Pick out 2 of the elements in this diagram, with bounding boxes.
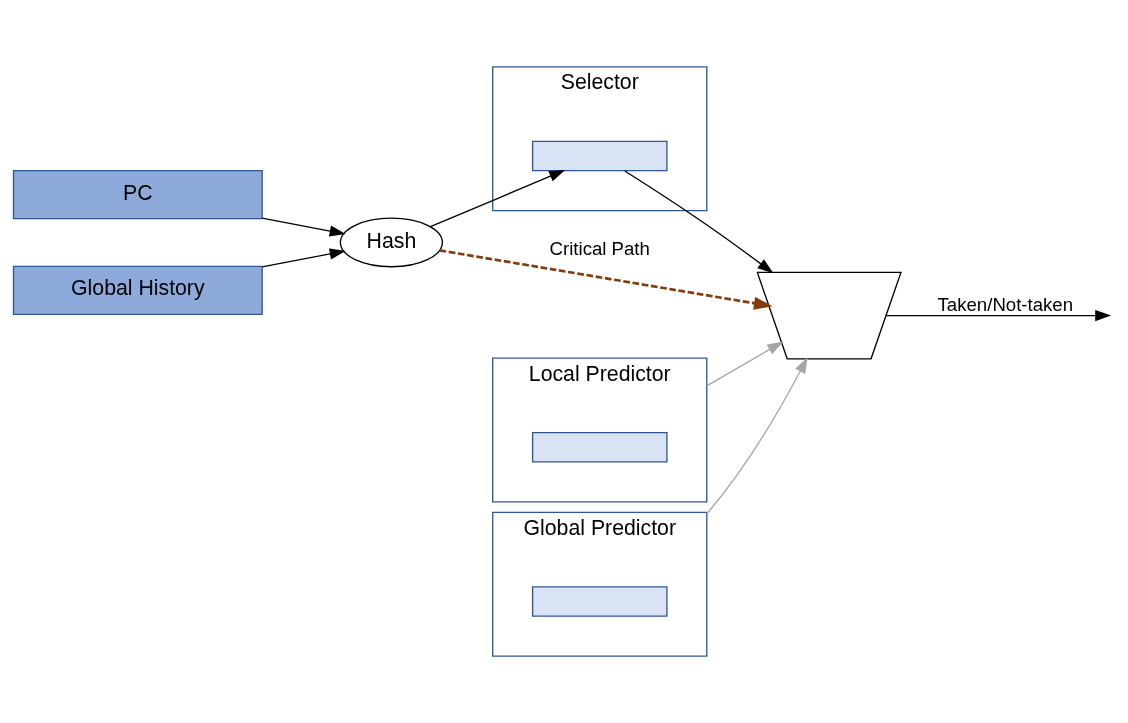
- edge-label: Taken/Not-taken: [937, 293, 1074, 315]
- edge-label: Critical Path: [549, 237, 650, 259]
